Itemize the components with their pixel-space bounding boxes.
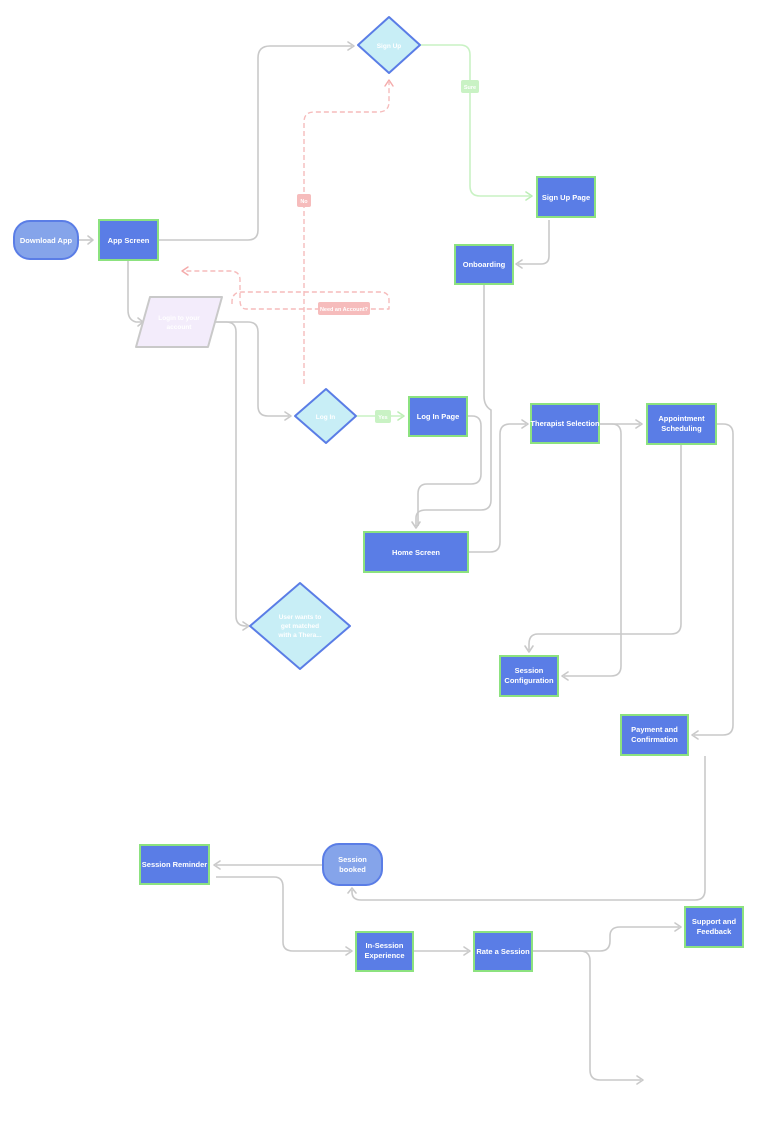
connector-appscreen-to-login-account <box>127 260 142 323</box>
arrowhead <box>213 860 221 870</box>
svg-text:Onboarding: Onboarding <box>463 260 506 269</box>
arrowhead <box>284 411 292 421</box>
svg-text:Login to your: Login to your <box>158 315 200 322</box>
arrowhead <box>636 1075 644 1085</box>
svg-text:Rate a Session: Rate a Session <box>476 947 530 956</box>
node-payment-confirmation[interactable]: Payment and Confirmation <box>620 714 689 756</box>
connector-login-account-to-userwants <box>214 321 247 627</box>
svg-text:Sign Up: Sign Up <box>377 43 402 50</box>
node-login-account[interactable]: Login to your account <box>135 296 223 348</box>
arrowhead <box>691 730 699 740</box>
svg-text:Log In: Log In <box>316 414 336 421</box>
node-log-in-page[interactable]: Log In Page <box>408 396 468 437</box>
svg-text:In-Session: In-Session <box>366 941 404 950</box>
arrowhead <box>181 266 189 276</box>
node-onboarding[interactable]: Onboarding <box>454 244 514 285</box>
connector-appscreen-to-signup <box>158 45 352 241</box>
svg-text:Need an Account?: Need an Account? <box>320 307 369 313</box>
node-app-screen[interactable]: App Screen <box>98 219 159 261</box>
connector-signuppage-to-onboarding <box>518 220 550 265</box>
svg-text:Download App: Download App <box>20 236 73 245</box>
svg-text:Scheduling: Scheduling <box>661 424 702 433</box>
svg-text:Sure: Sure <box>464 85 476 91</box>
node-sign-up[interactable]: Sign Up <box>357 16 421 74</box>
svg-text:No: No <box>300 199 308 205</box>
svg-text:booked: booked <box>339 865 366 874</box>
svg-text:Home Screen: Home Screen <box>392 548 440 557</box>
node-home-screen[interactable]: Home Screen <box>363 531 469 573</box>
arrowhead <box>515 259 523 269</box>
node-log-in[interactable]: Log In <box>294 388 357 444</box>
svg-text:Session Reminder: Session Reminder <box>142 860 208 869</box>
node-user-wants-match[interactable]: User wants to get matched with a Thera..… <box>249 582 351 670</box>
node-appointment-scheduling[interactable]: Appointment Scheduling <box>646 403 717 445</box>
svg-text:Session: Session <box>515 666 544 675</box>
connector-need-account <box>184 270 390 310</box>
svg-text:Support and: Support and <box>692 917 737 926</box>
svg-text:Yes: Yes <box>378 415 387 421</box>
arrowhead <box>463 946 471 956</box>
svg-text:User wants to: User wants to <box>279 614 322 621</box>
svg-text:App Screen: App Screen <box>108 236 150 245</box>
connector-homescreen-to-therapist <box>468 423 526 553</box>
arrowhead <box>347 887 357 894</box>
connector-rate-to-end <box>533 950 641 1081</box>
node-support-feedback[interactable]: Support and Feedback <box>684 906 744 948</box>
node-therapist-selection[interactable]: Therapist Selection <box>530 403 600 444</box>
edge-label-log-in-yes: Yes <box>375 410 391 423</box>
svg-text:Sign Up Page: Sign Up Page <box>542 193 590 202</box>
svg-text:Configuration: Configuration <box>504 676 554 685</box>
arrowhead <box>524 645 534 653</box>
connector-appointment-to-payment <box>694 423 734 736</box>
arrowhead <box>345 946 353 956</box>
svg-text:Appointment: Appointment <box>658 414 705 423</box>
connector-payment-to-sessionbooked <box>351 756 706 901</box>
connector-rate-to-support <box>533 926 679 952</box>
arrowhead <box>525 191 533 201</box>
edge-label-sign-up-yes: Sure <box>461 80 479 93</box>
connector-appointment-to-sessionconfig <box>528 444 682 650</box>
arrowhead <box>397 411 405 421</box>
node-in-session-experience[interactable]: In-Session Experience <box>355 931 414 972</box>
node-session-reminder[interactable]: Session Reminder <box>139 844 210 885</box>
svg-text:with a Thera...: with a Thera... <box>277 632 322 639</box>
svg-text:Confirmation: Confirmation <box>631 735 678 744</box>
connector-no-to-signup <box>303 82 390 384</box>
node-download-app[interactable]: Download App <box>13 220 79 260</box>
edge-label-no: No <box>297 194 311 207</box>
arrowhead <box>347 41 355 51</box>
node-sign-up-page[interactable]: Sign Up Page <box>536 176 596 218</box>
connector-therapist-to-sessionconfig <box>564 423 622 677</box>
connector-login-account-to-login <box>214 321 289 417</box>
svg-text:Feedback: Feedback <box>697 927 732 936</box>
svg-text:get matched: get matched <box>281 623 319 630</box>
connector-signup-to-signuppage <box>420 44 530 197</box>
connector-loginpage-to-homescreen <box>417 415 482 526</box>
node-session-configuration[interactable]: Session Configuration <box>499 655 559 697</box>
svg-text:account: account <box>167 324 193 331</box>
connector-reminder-to-insession <box>216 876 350 952</box>
arrowhead <box>87 235 94 245</box>
svg-text:Therapist Selection: Therapist Selection <box>530 419 600 428</box>
arrowhead <box>384 79 394 87</box>
arrowhead <box>521 419 529 429</box>
svg-text:Experience: Experience <box>364 951 404 960</box>
svg-text:Log In Page: Log In Page <box>417 412 460 421</box>
arrowhead <box>674 922 682 932</box>
edge-label-need-account: Need an Account? <box>318 302 370 315</box>
arrowhead <box>561 671 569 681</box>
arrowhead <box>635 419 643 429</box>
svg-text:Session: Session <box>338 855 367 864</box>
node-rate-a-session[interactable]: Rate a Session <box>473 931 533 972</box>
svg-text:Payment and: Payment and <box>631 725 678 734</box>
node-session-booked[interactable]: Session booked <box>322 843 383 886</box>
